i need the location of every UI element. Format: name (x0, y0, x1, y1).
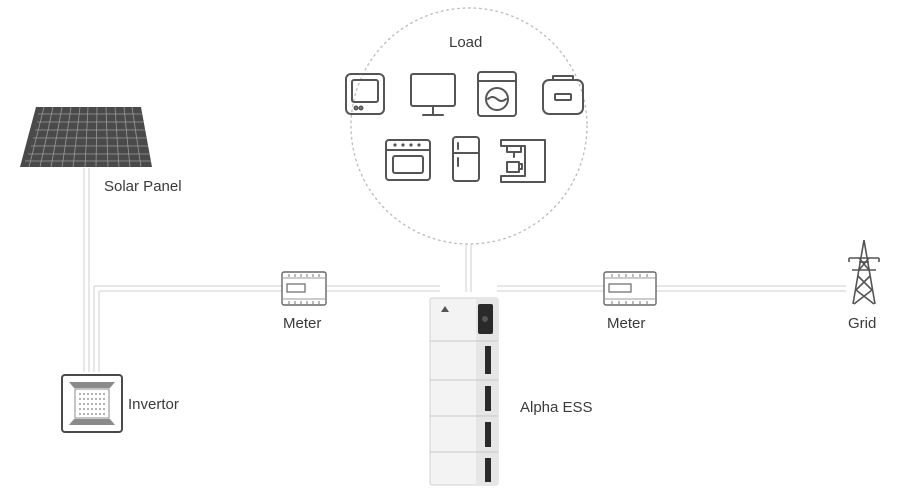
alpha-ess-label: Alpha ESS (520, 399, 593, 416)
meter-left-label: Meter (283, 315, 322, 332)
fridge-icon (452, 136, 480, 182)
alpha-ess-icon (429, 297, 499, 486)
bag-icon (542, 75, 584, 115)
meter-left-icon (281, 271, 327, 306)
oven-icon (385, 139, 431, 181)
solar-panel-icon (20, 106, 152, 168)
meter-right-icon (603, 271, 657, 306)
load-boundary (350, 7, 588, 245)
load-label: Load (449, 34, 483, 51)
washing-machine-icon (477, 71, 517, 117)
inverter-icon (61, 374, 123, 433)
meter-right-label: Meter (607, 315, 646, 332)
tv-icon (345, 73, 385, 115)
coffee-machine-icon (500, 139, 546, 183)
monitor-icon (410, 73, 456, 116)
inverter-label: Invertor (128, 396, 179, 413)
solar-panel-label: Solar Panel (104, 178, 182, 195)
grid-label: Grid (848, 315, 877, 332)
grid-tower-icon (848, 239, 880, 305)
connection-wires (83, 168, 846, 372)
